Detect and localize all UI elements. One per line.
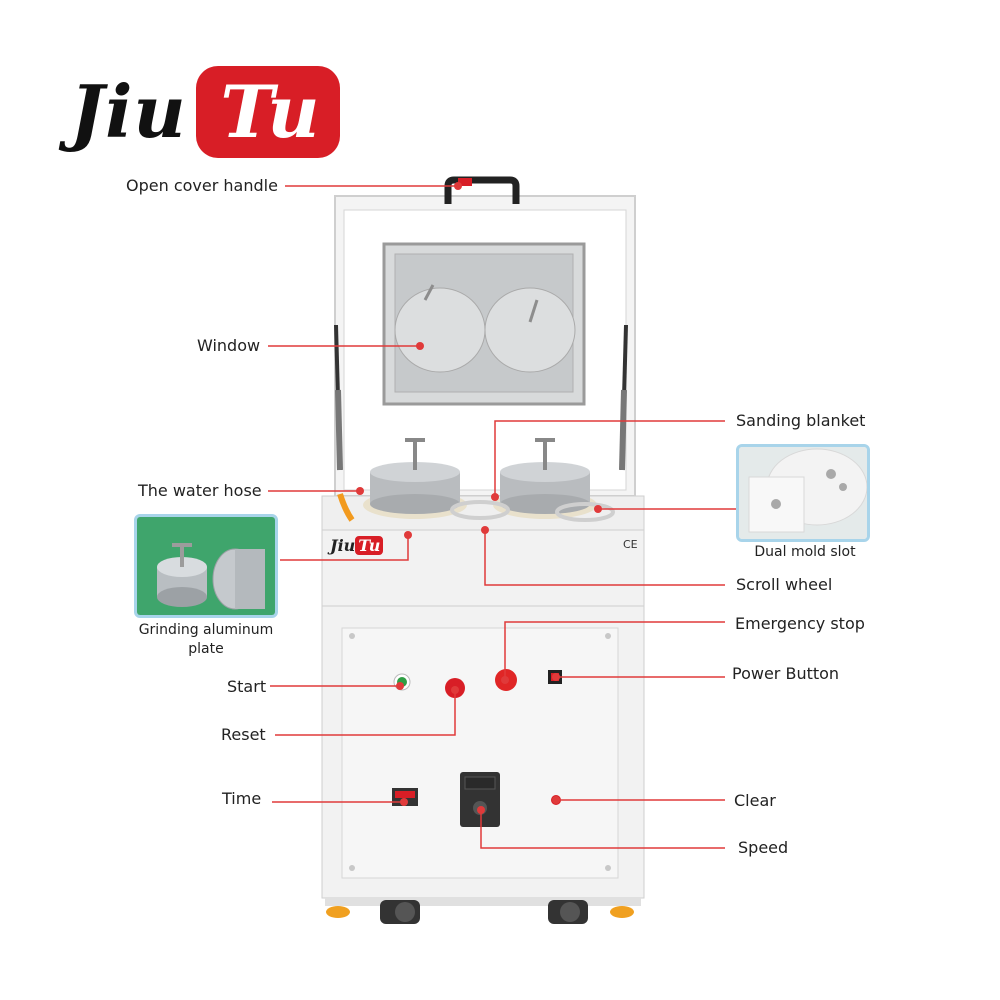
label-water-hose: The water hose: [138, 481, 262, 500]
grinding-plate-caption-line2: plate: [188, 641, 224, 657]
grinding-plate-photo: [134, 514, 278, 618]
grinding-plate-caption: Grinding aluminum plate: [122, 621, 290, 659]
dual-mold-slot-photo: [736, 444, 870, 542]
label-scroll-wheel: Scroll wheel: [736, 575, 833, 594]
label-open-cover-handle: Open cover handle: [126, 176, 278, 195]
work-basin: [321, 438, 645, 531]
leader-dots: [356, 182, 602, 814]
gas-struts: [334, 324, 628, 471]
label-power-button: Power Button: [732, 664, 840, 683]
label-reset: Reset: [221, 725, 266, 744]
casters: [325, 898, 641, 924]
control-panel: [392, 669, 562, 827]
label-sanding-blanket: Sanding blanket: [736, 411, 866, 430]
ce-mark: CE: [623, 538, 638, 551]
label-start: Start: [227, 677, 267, 696]
viewing-window: [382, 242, 586, 406]
label-window: Window: [197, 336, 261, 355]
logo-red-box: [196, 66, 340, 158]
label-emergency-stop: Emergency stop: [735, 614, 865, 633]
cover-handle: [444, 176, 520, 204]
leader-lines: [268, 185, 738, 849]
dual-mold-slot-caption: Dual mold slot: [754, 544, 856, 560]
lower-cabinet: [321, 605, 645, 899]
label-clear: Clear: [734, 791, 776, 810]
logo-text-jiu: Jiu: [70, 69, 187, 154]
machine-lid: [334, 195, 636, 497]
grinding-plate-caption-line1: Grinding aluminum: [138, 622, 274, 638]
logo-text-tu: Tu: [220, 69, 320, 154]
label-time: Time: [222, 789, 262, 808]
label-speed: Speed: [738, 838, 789, 857]
